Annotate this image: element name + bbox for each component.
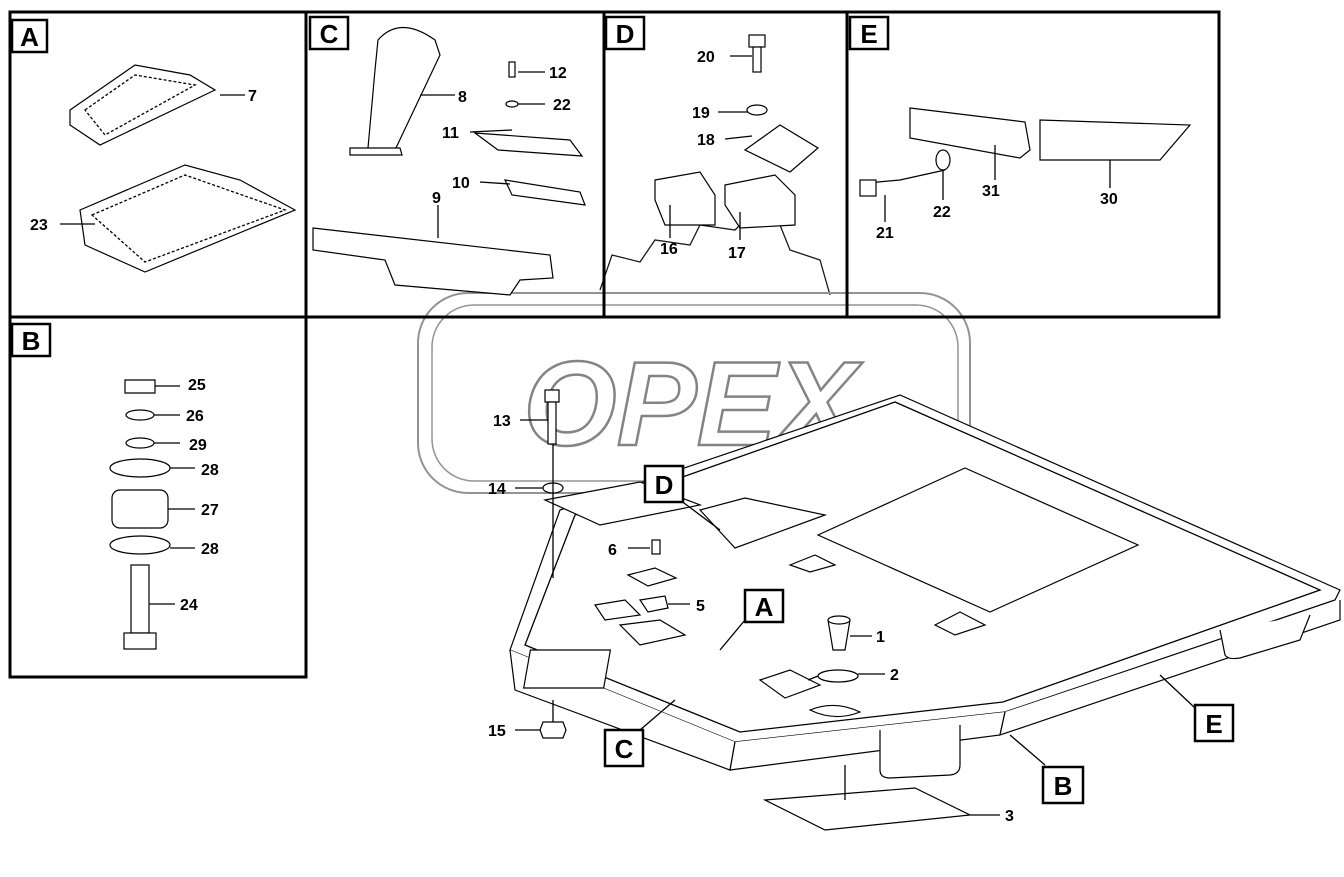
part-label: 13: [493, 413, 511, 430]
box-label-b: B: [10, 322, 52, 358]
callout-a-text: A: [755, 592, 774, 622]
part-label: 24: [180, 597, 198, 614]
part-label: 31: [982, 183, 1000, 200]
part-label: 8: [458, 89, 467, 106]
part-label: 15: [488, 723, 506, 740]
callout-e-text: E: [1205, 709, 1222, 739]
callout-d: D: [643, 464, 685, 504]
callout-d-text: D: [655, 470, 674, 500]
part-label: 22: [933, 204, 951, 221]
box-a-parts: [69, 64, 297, 273]
box-label-e-text: E: [860, 19, 877, 49]
part-label: 3: [1005, 808, 1014, 825]
box-label-a: A: [10, 18, 49, 54]
part-label: 16: [660, 241, 678, 258]
part-label: 18: [697, 132, 715, 149]
part-label: 30: [1100, 191, 1118, 208]
box-label-a-text: A: [20, 22, 39, 52]
box-label-b-text: B: [22, 326, 41, 356]
part-label: 21: [876, 225, 894, 242]
part-label: 11: [442, 125, 459, 142]
box-label-c: C: [308, 15, 350, 51]
part-label: 25: [188, 377, 206, 394]
part-label: 12: [549, 65, 567, 82]
box-b-parts: [109, 379, 171, 650]
box-a-frame: [8, 10, 308, 319]
box-label-e: E: [848, 15, 890, 51]
part-label: 23: [30, 217, 48, 234]
box-e-parts: [859, 107, 1192, 197]
part-number-labels: 7 23 8 11 10 9 12 22 20 19 18 16 17 31 2…: [30, 49, 1118, 825]
part-label: 1: [876, 629, 885, 646]
box-d-parts: [654, 34, 820, 229]
box-label-d-text: D: [616, 19, 635, 49]
part-label: 17: [728, 245, 746, 262]
part-label: 10: [452, 175, 470, 192]
part-label: 14: [488, 481, 506, 498]
part-label: 19: [692, 105, 710, 122]
box-label-c-text: C: [320, 19, 339, 49]
box-d-frame: [602, 10, 849, 319]
box-label-d: D: [604, 15, 646, 51]
box-c-parts: [312, 27, 586, 296]
part-label: 28: [201, 541, 219, 558]
part-label: 2: [890, 667, 899, 684]
callout-c: C: [603, 728, 645, 768]
part-label: 5: [696, 598, 705, 615]
callout-e: E: [1193, 703, 1235, 743]
callout-b-text: B: [1054, 771, 1073, 801]
box-e-frame: [845, 10, 1221, 319]
leader-lines: [60, 55, 1196, 816]
part-label: 20: [697, 49, 715, 66]
part-label: 29: [189, 437, 207, 454]
part-label: 9: [432, 190, 441, 207]
main-assembly: [509, 389, 1341, 831]
detail-frames: [8, 10, 1221, 679]
callout-b: B: [1041, 765, 1085, 805]
part-label: 27: [201, 502, 219, 519]
callout-c-text: C: [615, 734, 634, 764]
part-label: 6: [608, 542, 617, 559]
box-b-frame: [8, 315, 308, 679]
part-label: 7: [248, 88, 257, 105]
part-label: 26: [186, 408, 204, 425]
callout-a: A: [743, 588, 785, 624]
part-label: 28: [201, 462, 219, 479]
part-label: 22: [553, 97, 571, 114]
